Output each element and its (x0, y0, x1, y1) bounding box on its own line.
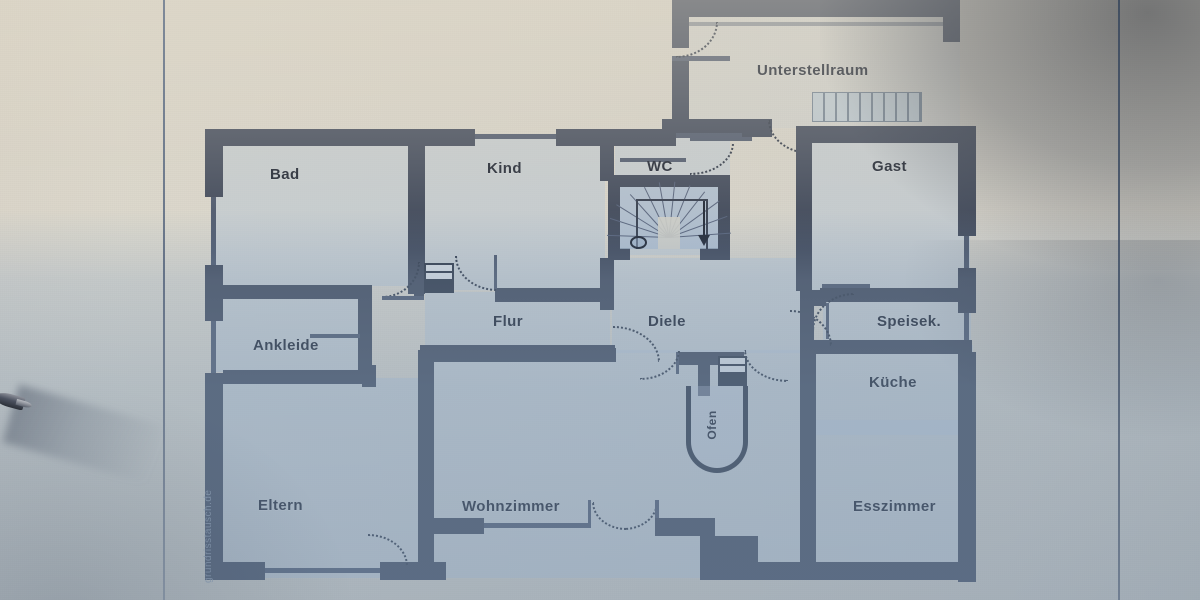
wall-eltern-top (223, 370, 371, 384)
room-label-ankleide: Ankleide (253, 337, 319, 354)
room-fill-bad (215, 138, 415, 286)
window-top-upper (689, 22, 943, 26)
wall-wohn-esszimmer (800, 340, 816, 580)
room-fill-esszimmer (808, 420, 973, 580)
room-label-unterstellraum: Unterstellraum (757, 62, 869, 79)
room-label-bad: Bad (270, 166, 300, 183)
room-fill-kind (425, 138, 605, 290)
window-left-1 (211, 197, 216, 265)
wall-gast-bottom (820, 288, 972, 302)
wall-kind-bottom (495, 288, 610, 302)
wall-wohn-top-left (420, 348, 616, 362)
wall-sash-jamb (414, 258, 424, 296)
wall-wc-bottom-right (700, 248, 730, 260)
wall-outer-left-b (205, 265, 223, 321)
wall-wc-bottom-left (608, 248, 630, 260)
door-leaf-wohnzimmer-2 (655, 500, 659, 530)
stair-stringer (636, 199, 708, 249)
wall-gast-bottom-lip (822, 284, 870, 288)
room-fill-ankleide (215, 290, 360, 372)
wall-outer-bottom-right (700, 562, 976, 580)
room-label-eltern: Eltern (258, 497, 303, 514)
wall-wohn-bottom-step (700, 536, 758, 562)
wall-bad-kind (408, 129, 425, 294)
wall-ankleide-right (358, 285, 372, 373)
wall-outer-right-a (958, 126, 976, 236)
stair-core (658, 217, 680, 249)
wall-outer-left-c (205, 373, 223, 578)
sash-window-diele (718, 356, 747, 386)
wall-wc-top (608, 175, 730, 187)
wall-ofen-stem (698, 352, 710, 396)
wall-outer-top-right (796, 126, 976, 143)
room-label-kind: Kind (487, 160, 522, 177)
room-label-kueche: Küche (869, 374, 917, 391)
wall-diele-left (600, 129, 614, 181)
wall-speisek-left (812, 290, 826, 306)
louvre-window (812, 92, 922, 122)
wall-outer-bottom-left (205, 562, 265, 580)
sash-window-flur (424, 263, 454, 293)
window-wohnzimmer (484, 523, 588, 528)
wall-unterstell-bottom (662, 119, 772, 137)
window-left-2 (211, 321, 216, 373)
wall-unterstell-bottom-lip (690, 137, 752, 141)
door-leaf-speisek (826, 303, 829, 339)
window-top-mid (676, 133, 742, 138)
wall-outer-right-c (958, 352, 976, 582)
wall-diele-left-lower (600, 258, 614, 310)
room-label-wohnzimmer: Wohnzimmer (462, 498, 560, 515)
wall-diele-right (800, 290, 814, 354)
wall-outer-top-left (205, 129, 475, 146)
wall-eltern-nib (362, 365, 376, 387)
window-right-2 (964, 313, 969, 355)
wall-wc-top-lip (620, 158, 686, 162)
wall-eltern-right (418, 350, 434, 562)
wall-unterstell-ledge (672, 56, 730, 61)
room-label-speisek: Speisek. (877, 313, 942, 330)
door-leaf-diele-left (676, 352, 679, 374)
room-label-wc: WC (647, 158, 673, 175)
wall-top-outer (672, 0, 960, 17)
stair-direction-arrow-icon (698, 235, 710, 246)
wall-kueche-top (820, 340, 972, 354)
wall-wc-left (608, 175, 620, 260)
door-leaf-wohnzimmer (588, 500, 591, 528)
window-bottom-left (265, 568, 380, 573)
wall-unterstell-left-upper (672, 56, 689, 128)
watermark-text: grundrisstausch.de (203, 489, 214, 584)
room-label-diele: Diele (648, 313, 686, 330)
wall-outer-top-mid (556, 129, 676, 146)
wall-ankleide-lip (310, 334, 360, 338)
wall-flur-lip (382, 296, 424, 300)
ofen-label: Ofen (705, 410, 719, 440)
window-right-1 (964, 236, 969, 270)
room-label-gast: Gast (872, 158, 907, 175)
wall-outer-left-a (205, 129, 223, 197)
wall-top-right-stub (943, 0, 960, 42)
wall-wohn-bottom-right (655, 518, 715, 536)
ofen-fixture (686, 386, 748, 473)
stair-direction-line (703, 201, 705, 237)
wall-bad-bottom (223, 285, 371, 299)
stair-start-marker-icon (630, 236, 647, 249)
wall-gast-left (796, 126, 812, 291)
wall-wohn-bottom-jamb (418, 518, 484, 534)
wall-outer-bottom-mid (380, 562, 446, 580)
room-label-esszimmer: Esszimmer (853, 498, 936, 515)
room-label-flur: Flur (493, 313, 523, 330)
window-top-left (475, 134, 556, 139)
staircase (607, 181, 731, 249)
